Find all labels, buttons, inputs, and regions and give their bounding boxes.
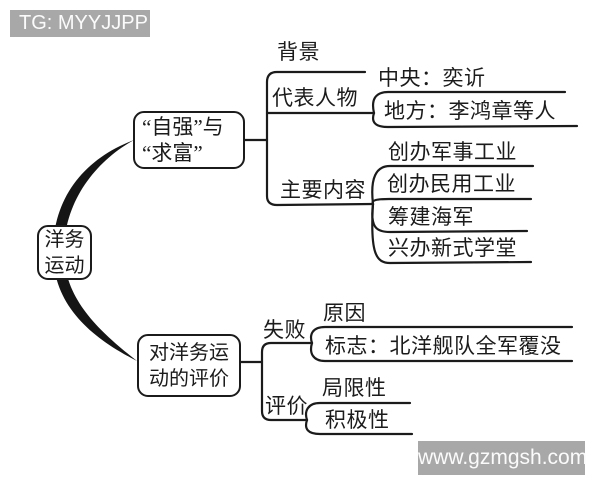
local-underline: [371, 111, 579, 129]
upper-bracket: [265, 70, 375, 207]
central-underline: [371, 90, 567, 115]
label-main-content: 主要内容: [280, 178, 366, 202]
label-evaluation: 评价: [265, 394, 308, 418]
sign-underline: [309, 341, 574, 363]
limitation-underline: [304, 401, 412, 422]
label-military-industry: 创办军事工业: [388, 140, 517, 164]
root-node-line1: 洋务: [44, 228, 85, 251]
label-representatives: 代表人物: [272, 86, 358, 110]
evaluation-node: 对洋务运 动的评价: [137, 334, 241, 397]
reason-underline: [309, 325, 574, 345]
label-civil-industry: 创办民用工业: [387, 172, 516, 196]
root-branch-curve: [53, 140, 137, 361]
military-underline: [371, 164, 535, 206]
label-reason: 原因: [323, 301, 366, 325]
label-background: 背景: [277, 40, 320, 64]
positive-underline: [304, 418, 414, 436]
watermark-site-badge: www.gzmgsh.com: [418, 441, 587, 475]
label-schools: 兴办新式学堂: [388, 236, 517, 260]
label-limitation: 局限性: [322, 376, 387, 400]
schools-underline: [371, 202, 533, 265]
slogan-node-line1: “自强”与: [142, 115, 224, 139]
label-sign: 标志：北洋舰队全军覆没: [325, 334, 562, 358]
label-local: 地方：李鸿章等人: [384, 99, 556, 123]
slogan-node: “自强”与 “求富”: [133, 111, 245, 169]
label-central: 中央：奕䜣: [378, 66, 486, 90]
label-failure: 失败: [263, 318, 306, 342]
lower-bracket: [260, 341, 314, 422]
slogan-node-line2: “求富”: [142, 141, 203, 165]
root-node-line2: 运动: [44, 254, 85, 277]
label-navy: 筹建海军: [388, 205, 474, 229]
label-positive: 积极性: [325, 408, 390, 432]
civil-underline: [371, 197, 533, 206]
evaluation-node-line2: 动的评价: [149, 367, 229, 390]
watermark-tg-badge: TG: MYYJJPP: [10, 10, 150, 37]
evaluation-node-line1: 对洋务运: [149, 341, 229, 364]
root-node: 洋务 运动: [37, 225, 92, 280]
